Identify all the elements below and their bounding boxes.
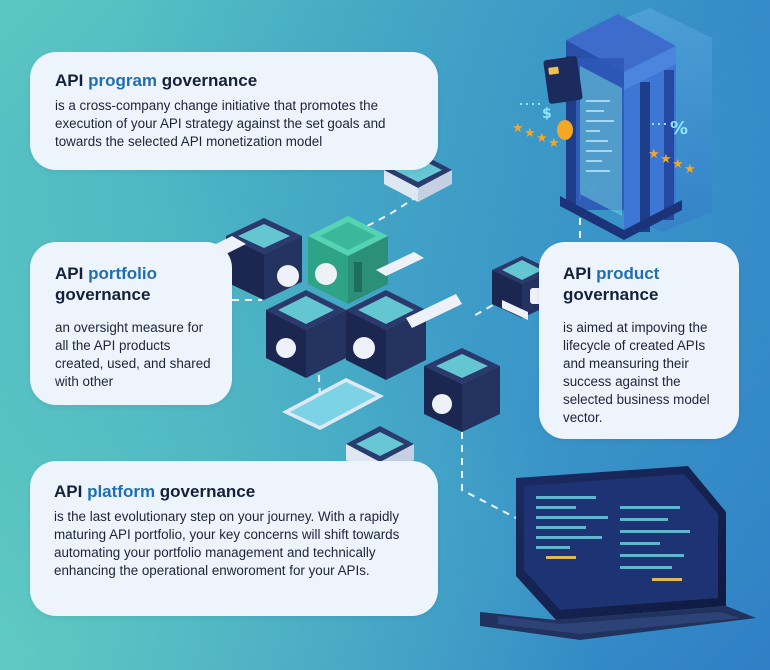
svg-text:★: ★ (536, 131, 548, 146)
card-title: API program governance (55, 71, 258, 90)
connector-laptop (461, 432, 521, 521)
svg-text:★: ★ (672, 157, 684, 172)
svg-text:★: ★ (512, 121, 524, 136)
card-api-platform-governance: API platform governance is the last evol… (30, 461, 438, 616)
svg-text:★: ★ (648, 147, 660, 162)
title-highlight: product (596, 264, 660, 283)
svg-text:★: ★ (548, 136, 560, 151)
card-body: is aimed at impoving the lifecycle of cr… (563, 320, 710, 425)
card-body: is the last evolutionary step on your jo… (54, 509, 400, 578)
card-body: is a cross-company change initiative tha… (55, 98, 386, 149)
card-body: an oversight measure for all the API pro… (55, 320, 211, 389)
svg-text:★: ★ (684, 162, 696, 177)
percent-icon: % (670, 118, 688, 139)
card-title: API platform governance (54, 482, 256, 501)
laptop-icon (480, 466, 756, 640)
svg-text:★: ★ (660, 152, 672, 167)
smartphone-icon (282, 378, 384, 430)
title-highlight: program (88, 71, 158, 90)
rating-stars-icon: ★ ★ ★ ★ ★ ★ ★ ★ (512, 121, 696, 177)
bank-building-icon: ★ ★ ★ ★ ★ ★ ★ ★ $ % (512, 8, 712, 240)
cube-lower-icon (424, 348, 500, 432)
title-highlight: platform (87, 482, 156, 501)
card-api-program-governance: API program governance is a cross-compan… (30, 52, 438, 170)
cube-cluster-icon (200, 216, 462, 380)
svg-text:★: ★ (524, 126, 536, 141)
title-highlight: portfolio (88, 264, 157, 283)
dollar-icon: $ (542, 106, 552, 122)
